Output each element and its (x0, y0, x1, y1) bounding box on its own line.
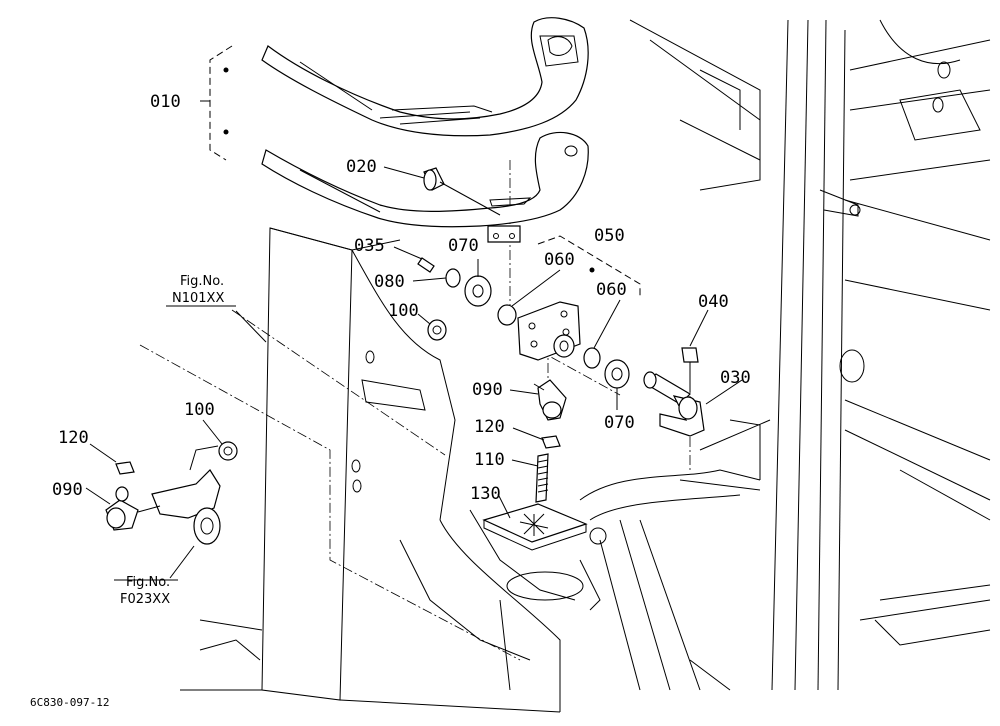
callout-050-bracket (537, 235, 641, 298)
diagram-code: 6C830-097-12 (30, 696, 109, 709)
fig-ref-f023xx: Fig.No. F023XX (114, 575, 178, 607)
callout-035: 035 (354, 236, 385, 256)
leader-lines (85, 100, 743, 579)
callout-040: 040 (698, 292, 729, 312)
background-frame (180, 19, 991, 713)
fig-ref-f023xx-line2: F023XX (120, 592, 170, 607)
part-120-nut-center (541, 435, 561, 449)
callout-120-center: 120 (474, 417, 505, 437)
callout-090-left: 090 (52, 480, 83, 500)
part-090-ball-joint-left (105, 486, 139, 531)
part-060-bushing-right (583, 347, 601, 369)
part-100-nut-upper (427, 319, 447, 341)
callout-050: 050 (594, 226, 625, 246)
part-070-washer-lower (604, 359, 630, 389)
part-120-nut-left (115, 461, 135, 475)
callout-030: 030 (720, 368, 751, 388)
callout-090-center: 090 (472, 380, 503, 400)
fig-ref-f023xx-line1: Fig.No. (126, 575, 170, 590)
callout-120-left: 120 (58, 428, 89, 448)
part-010-lever-top (261, 17, 589, 137)
callout-080: 080 (374, 272, 405, 292)
part-060-bushing-left (497, 304, 517, 326)
fig-ref-n101xx-line1: Fig.No. (180, 274, 224, 289)
callout-070-upper: 070 (448, 236, 479, 256)
part-050-bracket (517, 301, 581, 361)
part-080-o-ring (445, 268, 461, 288)
callout-010-dot-b (223, 129, 229, 135)
part-035-screw (417, 257, 435, 273)
callout-020: 020 (346, 157, 377, 177)
callout-010: 010 (150, 92, 181, 112)
part-100-nut-left (218, 441, 238, 461)
callout-010-dot-a (223, 67, 229, 73)
callout-060-left: 060 (544, 250, 575, 270)
callout-050-dot (589, 267, 595, 273)
callout-100-left: 100 (184, 400, 215, 420)
part-020-bolt (423, 167, 501, 216)
part-110-threaded-rod (535, 453, 549, 503)
callout-110: 110 (474, 450, 505, 470)
left-bracket-assembly (137, 445, 221, 545)
fig-ref-n101xx: Fig.No. N101XX (166, 274, 236, 307)
part-010-lever-bottom (261, 131, 589, 243)
part-040-bolt (681, 347, 699, 392)
part-130-pad (482, 503, 588, 551)
callout-130: 130 (470, 484, 501, 504)
callout-060-right: 060 (596, 280, 627, 300)
fig-ref-n101xx-line2: N101XX (172, 291, 224, 306)
part-030-shaft (643, 371, 705, 437)
callout-070-lower: 070 (604, 413, 635, 433)
part-090-ball-joint-center (533, 379, 567, 421)
callout-010-bracket (209, 45, 233, 161)
callout-100-upper: 100 (388, 301, 419, 321)
part-070-washer-upper (464, 275, 492, 307)
